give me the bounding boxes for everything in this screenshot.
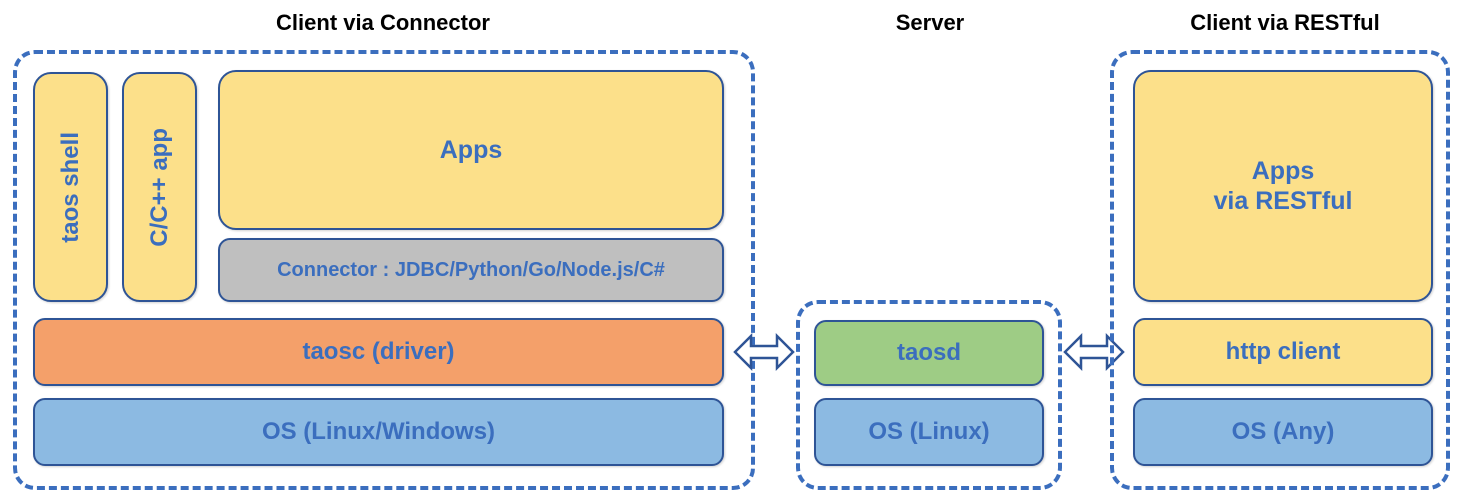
box-apps-connector-label: Apps <box>439 135 503 164</box>
box-taos-shell-label: taos shell <box>56 131 84 243</box>
box-c-cpp-app[interactable]: C/C++ app <box>122 72 197 302</box>
box-os-linux-windows-label: OS (Linux/Windows) <box>261 418 496 446</box>
box-http-client-label: http client <box>1225 338 1341 366</box>
box-apps-via-restful-line2: via RESTful <box>1213 187 1353 215</box>
box-connector-label: Connector : JDBC/Python/Go/Node.js/C# <box>277 258 665 281</box>
box-taosc-driver-label: taosc (driver) <box>302 338 455 366</box>
box-apps-via-restful-line1: Apps <box>1251 156 1315 185</box>
box-os-linux[interactable]: OS (Linux) <box>814 398 1044 466</box>
section-title-client-connector: Client via Connector <box>276 10 490 35</box>
left-arrow-icon <box>733 328 795 376</box>
group-client-connector <box>13 50 755 490</box>
box-taosd-label: taosd <box>896 339 961 367</box>
box-taos-shell[interactable]: taos shell <box>33 72 108 302</box>
box-os-any[interactable]: OS (Any) <box>1133 398 1433 466</box>
right-arrow-icon <box>1063 328 1125 376</box>
box-c-cpp-app-label: C/C++ app <box>145 127 173 247</box>
box-taosd[interactable]: taosd <box>814 320 1044 386</box>
section-title-server: Server <box>895 10 965 35</box>
box-connector[interactable]: Connector : JDBC/Python/Go/Node.js/C# <box>218 238 724 302</box>
box-apps-connector[interactable]: Apps <box>218 70 724 230</box>
box-taosc-driver[interactable]: taosc (driver) <box>33 318 724 386</box>
group-client-restful <box>1110 50 1450 490</box>
box-os-linux-windows[interactable]: OS (Linux/Windows) <box>33 398 724 466</box>
box-http-client[interactable]: http client <box>1133 318 1433 386</box>
group-server <box>796 300 1062 490</box>
box-apps-via-restful[interactable]: Apps via RESTful <box>1133 70 1433 302</box>
box-os-any-label: OS (Any) <box>1231 418 1335 446</box>
section-title-client-restful: Client via RESTful <box>1190 10 1380 35</box>
box-os-linux-label: OS (Linux) <box>868 418 990 446</box>
